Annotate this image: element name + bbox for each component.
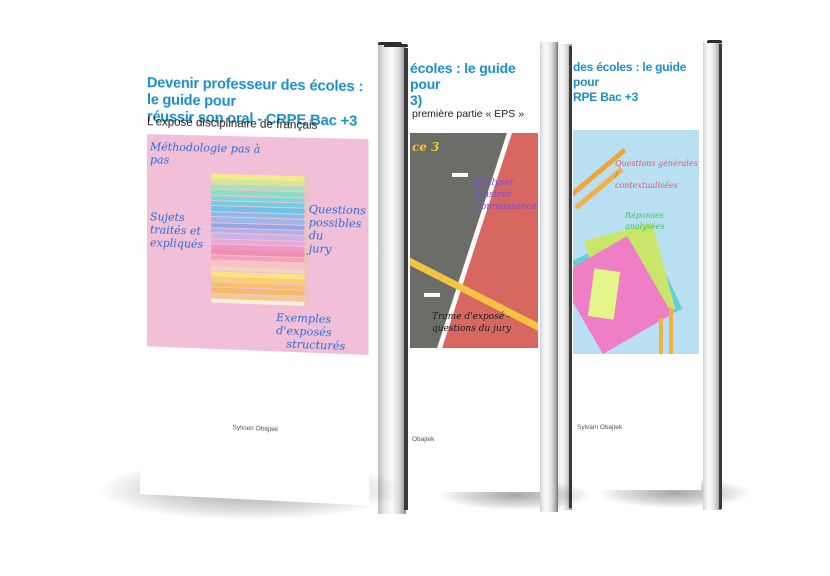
pencil-stack-illustration <box>211 173 305 314</box>
book-3-author: Sylvain Obajtek <box>577 424 623 431</box>
book-2-spine <box>540 42 558 512</box>
book-3-label-answers: Réponses analysées <box>625 211 665 231</box>
book-2-title-line1: écoles : le guide pour <box>410 60 516 92</box>
book-2-cover-art: ce 3 Analyser Illustrer Connaissance Tra… <box>410 133 538 348</box>
book-1-title-line1: Devenir professeur des écoles : le guide… <box>146 75 364 111</box>
book-1-label-subjects: Sujets traités et expliqués <box>149 210 204 252</box>
book-2-label-frame: Trame d'exposé - questions du jury <box>432 312 512 334</box>
book-2-label-skills: Analyser Illustrer Connaissance <box>474 178 537 212</box>
book-1-label-questions: Questions possibles du jury <box>308 202 366 257</box>
track-mark <box>452 173 468 177</box>
book-3-page-edge <box>569 46 572 508</box>
book-1-subtitle: L'exposé disciplinaire de français <box>146 116 318 132</box>
book-3-title: des écoles : le guide pour RPE Bac +3 <box>573 60 701 105</box>
book-2-subtitle: première partie « EPS » <box>412 108 525 120</box>
book-2-label-corner: ce 3 <box>412 140 440 154</box>
track-mark <box>424 293 440 297</box>
book-3-title-line2: RPE Bac +3 <box>573 90 639 104</box>
book-1-cover-art: Méthodologie pas à pas Sujets traités et… <box>146 134 369 355</box>
book-2-title-line2: 3) <box>410 92 423 108</box>
book-2-cover: écoles : le guide pour 3) première parti… <box>410 50 540 492</box>
book-1-spine-top <box>378 42 402 45</box>
book-2-page-block <box>378 44 406 514</box>
book-3-spine-edge <box>719 44 722 509</box>
book-2-title: écoles : le guide pour 3) <box>410 60 540 108</box>
book-3-cover-art: Questions générales / contextualisées Ré… <box>573 130 699 354</box>
book-1-cover: Devenir professeur des écoles : le guide… <box>140 42 370 506</box>
pencil-illustration <box>669 308 673 354</box>
book-3-spine-top <box>707 40 722 43</box>
book-1-author: Sylvain Obajtek <box>232 424 279 434</box>
book-1-label-methodology: Méthodologie pas à pas <box>149 140 261 167</box>
pencil-illustration <box>659 318 663 354</box>
book-3-spine <box>703 42 721 510</box>
book-2-page-edge <box>404 48 408 510</box>
book-3-title-line1: des écoles : le guide pour <box>573 60 687 89</box>
book-1-label-examples: Exemples d'exposés structurés <box>276 310 346 354</box>
book-2-spine-top <box>384 44 408 47</box>
book-3-cover: des écoles : le guide pour RPE Bac +3 Qu… <box>573 50 701 490</box>
book-2-author: Obajtek <box>412 436 435 443</box>
book-3-label-questions: Questions générales / contextualisées <box>615 159 698 190</box>
